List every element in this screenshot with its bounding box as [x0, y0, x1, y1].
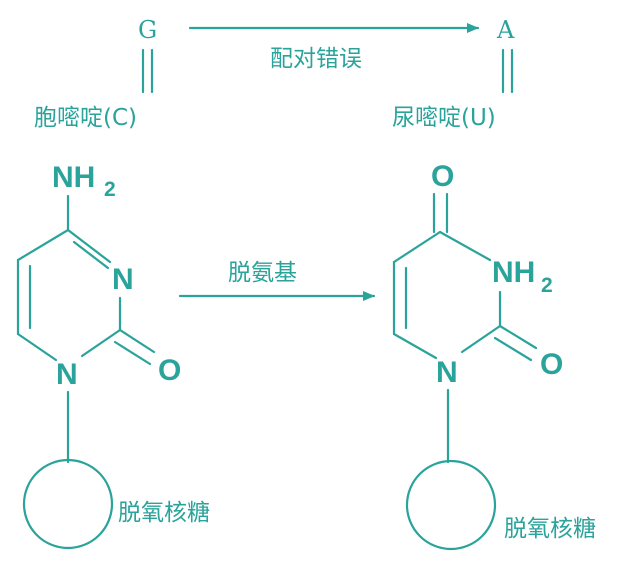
- cytosine-carbonyl-o: O: [158, 354, 181, 387]
- uracil-c2-n1-bond: [460, 324, 502, 354]
- cytosine-amino-subscript: 2: [104, 178, 116, 201]
- uracil-c2-o-double: [493, 336, 533, 362]
- uracil-c5-c4-bond: [392, 230, 442, 264]
- uracil-c4-n3-bond: [438, 230, 492, 262]
- uracil-n1-atom: N: [436, 356, 458, 389]
- uracil-carbonyl-o-top: O: [431, 160, 454, 193]
- uracil-n1-c6-bond: [392, 332, 438, 360]
- cytosine-amino-group: NH: [52, 161, 95, 194]
- watermark: 头条 @北岸轻焓: [512, 551, 626, 569]
- cytosine-n3-atom: N: [112, 263, 134, 296]
- cytosine-n1-atom: N: [56, 358, 78, 391]
- cytosine-c4-n3-bond: [66, 228, 112, 264]
- uracil-carbonyl-o: O: [540, 348, 563, 381]
- base-g-label: G: [138, 16, 157, 44]
- uracil-structure: O NH 2 O N 脱氧核糖: [392, 160, 596, 551]
- cytosine-n1-c6-bond: [16, 332, 58, 362]
- uracil-sugar-label: 脱氧核糖: [504, 516, 596, 542]
- cytosine-c4-n3-double: [72, 240, 110, 270]
- cytosine-c2-o-bond: [118, 328, 156, 354]
- uracil-n3-subscript: 2: [541, 274, 553, 297]
- uracil-c2-o-bond: [498, 324, 538, 350]
- cytosine-sugar-label: 脱氧核糖: [118, 500, 210, 526]
- uracil-pair-label: 尿嘧啶(U): [392, 105, 496, 131]
- uracil-n3-atom: NH: [492, 256, 535, 289]
- uracil-sugar-circle: [405, 459, 497, 551]
- base-a-label: A: [496, 16, 515, 44]
- mispairing-label: 配对错误: [270, 46, 362, 72]
- cytosine-structure: NH 2 N O N 脱氧核糖: [16, 161, 210, 550]
- cytosine-c5-c4-bond: [16, 228, 70, 262]
- cytosine-pair-label: 胞嘧啶(C): [34, 105, 137, 131]
- deamination-label: 脱氨基: [228, 260, 297, 286]
- cytosine-sugar-circle: [22, 458, 114, 550]
- cytosine-c2-n1-bond: [80, 328, 122, 358]
- cytosine-c2-o-double: [113, 340, 152, 366]
